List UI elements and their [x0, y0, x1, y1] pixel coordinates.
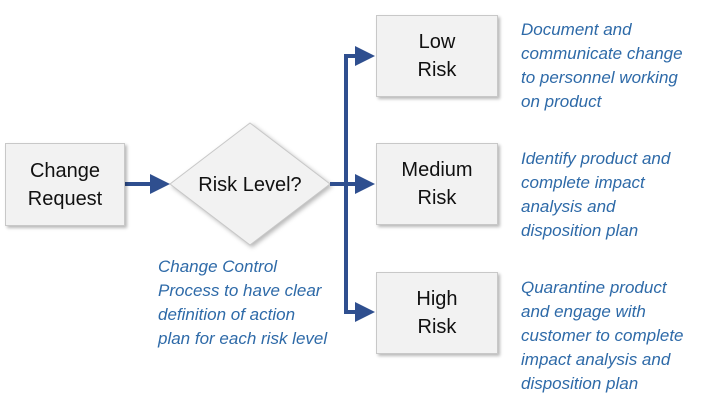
medium-risk-action-note: Identify product and complete impact ana…: [521, 149, 671, 240]
low-risk-action-note: Document and communicate change to perso…: [521, 20, 683, 111]
decision-diamond: [169, 122, 331, 246]
low-risk-box: Low Risk: [376, 15, 498, 97]
high-risk-label: High Risk: [416, 288, 458, 338]
medium-risk-box: Medium Risk: [376, 143, 498, 225]
low-risk-label: Low Risk: [417, 31, 457, 81]
high-risk-box: High Risk: [376, 272, 498, 354]
medium-risk-label: Medium Risk: [401, 159, 473, 209]
high-risk-action-note: Quarantine product and engage with custo…: [521, 278, 684, 393]
change-request-label: Change Request: [27, 159, 103, 210]
decision-label: Risk Level?: [198, 173, 302, 196]
change-request-box: Change Request: [5, 143, 125, 226]
change-control-note: Change Control Process to have clear def…: [158, 257, 328, 348]
